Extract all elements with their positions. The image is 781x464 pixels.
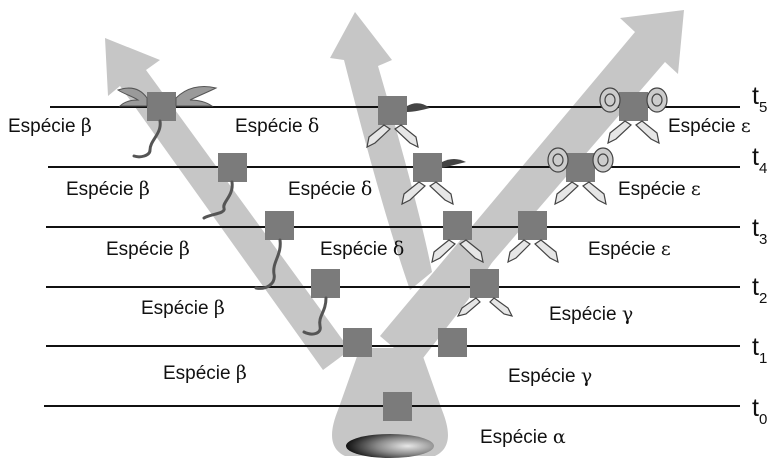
species-box-gamma-t2 <box>470 269 499 298</box>
legs-icon <box>607 120 660 145</box>
species-box-epsilon-t3 <box>518 211 547 240</box>
label-epsilon-t4: Espécie ε <box>618 178 701 200</box>
species-box-delta-t4 <box>413 153 442 182</box>
creature-legs <box>366 120 660 317</box>
label-beta-t3: Espécie β <box>106 238 190 260</box>
tail-icon <box>254 238 282 290</box>
species-box-epsilon-t5 <box>619 92 648 121</box>
beta-tails <box>132 119 328 336</box>
branch-beta-arrow <box>105 38 350 370</box>
time-label-t4: t4 <box>752 143 767 177</box>
fin-icon <box>407 103 430 112</box>
label-delta-t5: Espécie δ <box>235 115 319 137</box>
lineage-arrows <box>105 10 684 456</box>
ears-icon <box>599 87 668 113</box>
epsilon-ears <box>547 87 668 173</box>
time-label-t2: t2 <box>752 273 767 307</box>
species-labels: Espécie β Espécie δ Espécie ε Espécie β … <box>8 115 751 448</box>
species-box-beta-t4 <box>218 153 247 182</box>
legs-icon <box>401 181 454 206</box>
species-box-beta-t3 <box>265 211 294 240</box>
tail-icon <box>302 296 328 336</box>
tail-icon <box>202 180 234 220</box>
species-box-beta-t5 <box>147 92 176 121</box>
delta-fins <box>407 103 466 168</box>
label-epsilon-t3: Espécie ε <box>588 238 671 260</box>
species-box-beta-t1 <box>343 328 372 357</box>
species-box-alpha-t0 <box>383 392 412 421</box>
label-epsilon-t5: Espécie ε <box>668 115 751 137</box>
label-delta-t4: Espécie δ <box>288 178 372 200</box>
label-gamma-t1: Espécie γ <box>508 365 592 387</box>
species-box-delta-t3 <box>443 211 472 240</box>
legs-icon <box>431 239 484 264</box>
species-box-beta-t2 <box>311 269 340 298</box>
species-box-gamma-t1 <box>438 328 467 357</box>
species-box-epsilon-t4 <box>566 153 595 182</box>
label-beta-t2: Espécie β <box>141 297 225 319</box>
species-box-delta-t5 <box>378 96 407 125</box>
species-boxes <box>147 92 648 421</box>
legs-icon <box>507 239 559 264</box>
label-delta-t3: Espécie δ <box>320 238 404 260</box>
label-beta-t5: Espécie β <box>8 115 92 137</box>
tail-icon <box>132 119 162 159</box>
label-gamma-t2: Espécie γ <box>549 303 633 325</box>
time-label-t5: t5 <box>752 82 767 116</box>
ears-icon <box>547 147 614 173</box>
branch-delta-arrow <box>330 12 432 290</box>
time-label-t3: t3 <box>752 214 767 248</box>
wings-icon <box>116 85 218 107</box>
legs-icon <box>456 297 514 317</box>
label-beta-t4: Espécie β <box>66 178 150 200</box>
fin-icon <box>442 159 466 168</box>
legs-icon <box>366 124 419 149</box>
time-label-t1: t1 <box>752 333 767 367</box>
time-axis-labels: t5 t4 t3 t2 t1 t0 <box>752 82 767 428</box>
time-label-t0: t0 <box>752 394 767 428</box>
legs-icon <box>554 181 607 206</box>
label-alpha-t0: Espécie α <box>480 426 566 448</box>
origin-hole <box>346 434 434 458</box>
label-beta-t1: Espécie β <box>163 362 247 384</box>
